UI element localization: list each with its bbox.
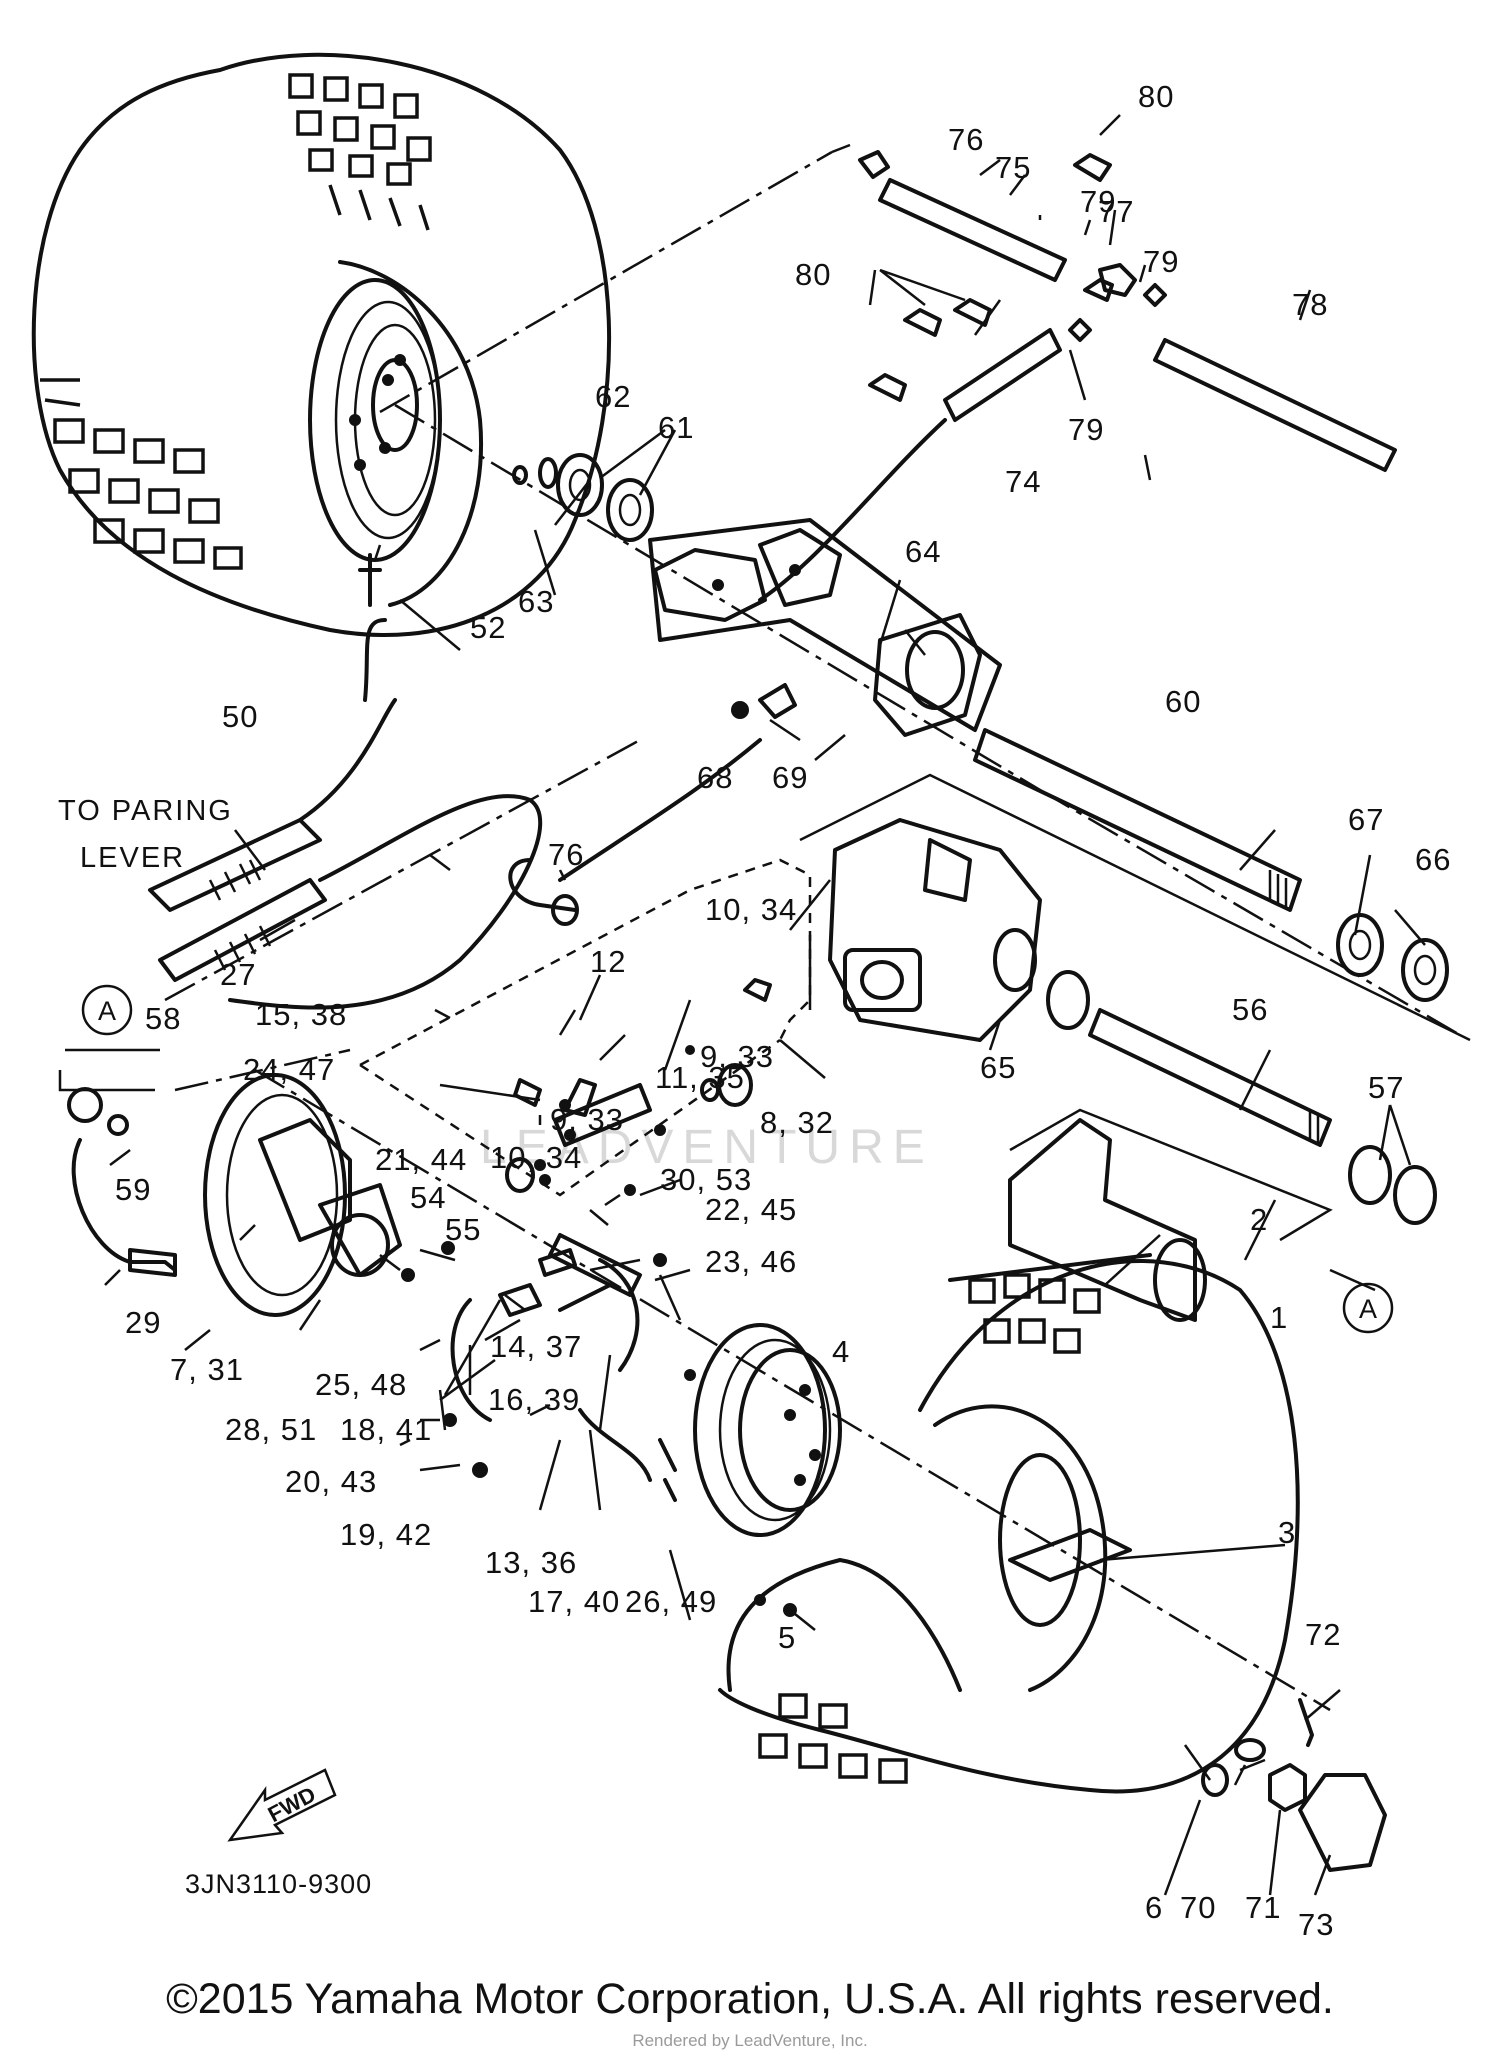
final-gear-case-65	[828, 818, 1090, 1042]
callout-label: 60	[1165, 684, 1201, 719]
callout-label: 8, 32	[760, 1105, 834, 1140]
callout-label: 73	[1298, 1907, 1334, 1942]
rendered-by-watermark: Rendered by LeadVenture, Inc.	[632, 2031, 868, 2050]
callout-label: 71	[1245, 1890, 1281, 1925]
callout-label: 24, 47	[243, 1052, 335, 1087]
callout-label: 62	[595, 379, 631, 414]
to-parking-lever-note: TO PARING	[58, 795, 233, 827]
to-parking-lever-note-line2: LEVER	[80, 842, 185, 874]
reference-marker-a-label: A	[1359, 1294, 1377, 1324]
callout-label: 55	[445, 1212, 481, 1247]
callout-label: 65	[980, 1050, 1016, 1085]
callout-label: 25, 48	[315, 1367, 407, 1402]
callout-label: 30, 53	[660, 1162, 752, 1197]
callout-label: 10, 34	[490, 1140, 582, 1175]
callout-label: 29	[125, 1305, 161, 1340]
callout-label: 72	[1305, 1617, 1341, 1652]
reference-marker-a-label: A	[98, 996, 116, 1026]
callout-label: 11, 35	[655, 1060, 745, 1095]
callout-label: 74	[1005, 464, 1041, 499]
frame-bracket	[948, 1118, 1207, 1322]
axle-shaft-60	[973, 728, 1449, 1002]
callout-label: 52	[470, 610, 506, 645]
small-hardware	[67, 683, 797, 1617]
kit-bracket-8-32	[359, 858, 826, 1197]
callout-label: 13, 36	[485, 1545, 577, 1580]
callout-label: 14, 37	[490, 1329, 582, 1364]
callout-label: 27	[220, 957, 256, 992]
callout-label: 61	[658, 410, 694, 445]
callout-label: 22, 45	[705, 1192, 797, 1227]
callout-label: 57	[1368, 1070, 1404, 1105]
callout-label: 20, 43	[285, 1464, 377, 1499]
brake-shoes	[450, 1233, 642, 1422]
callout-label: 3	[1278, 1515, 1296, 1550]
callout-label: 18, 41	[340, 1412, 432, 1447]
callout-label: 2	[1250, 1202, 1268, 1237]
callout-label: 21, 44	[375, 1142, 467, 1177]
callout-label: 54	[410, 1180, 446, 1215]
rear-wheel-left	[31, 52, 612, 638]
callout-label: 64	[905, 534, 941, 569]
fwd-arrow-icon	[227, 1768, 337, 1842]
callout-label: 50	[222, 699, 258, 734]
callout-label: 5	[778, 1620, 796, 1655]
leadventure-watermark: LEADVENTURE	[480, 1121, 934, 1174]
callout-label: 16, 39	[488, 1382, 580, 1417]
callout-label: 59	[115, 1172, 151, 1207]
axle-housing	[648, 518, 1002, 737]
rear-wheel-right	[718, 1259, 1300, 1794]
shaft-56	[1088, 1008, 1437, 1225]
callout-label: 23, 46	[705, 1244, 797, 1279]
callout-label: 80	[795, 257, 831, 292]
callout-label: 28, 51	[225, 1412, 317, 1447]
callout-label: 76	[948, 122, 984, 157]
copyright-notice: ©2015 Yamaha Motor Corporation, U.S.A. A…	[166, 1975, 1334, 2023]
callout-label: 19, 42	[340, 1517, 432, 1552]
callout-label: 69	[772, 760, 808, 795]
callout-label: 7, 31	[170, 1352, 244, 1387]
callout-label: 26, 49	[625, 1584, 717, 1619]
brake-cables	[71, 553, 543, 1277]
callout-label: 10, 34	[705, 892, 797, 927]
callout-label: 56	[1232, 992, 1268, 1027]
callout-label: 12	[590, 944, 626, 979]
callout-label: 79	[1068, 412, 1104, 447]
annotations: TO PARING LEVER A A FWD 3JN3110-9300	[58, 795, 1394, 1899]
callout-label: 68	[697, 760, 733, 795]
fwd-label: FWD	[264, 1782, 320, 1828]
callout-leaders	[104, 114, 1426, 1896]
callout-label: 67	[1348, 802, 1384, 837]
reference-marker-a	[1342, 1282, 1394, 1334]
callout-label: 80	[1138, 79, 1174, 114]
callout-label: 1	[1270, 1300, 1288, 1335]
callout-label: 70	[1180, 1890, 1216, 1925]
brake-drum-4	[693, 1323, 842, 1537]
callout-label: 6	[1145, 1890, 1163, 1925]
callout-label: 79	[1080, 184, 1116, 219]
breather-hose-assembly	[508, 150, 1397, 926]
callout-label: 79	[1143, 244, 1179, 279]
callout-label: 9, 33	[550, 1102, 624, 1137]
reference-marker-a	[81, 984, 133, 1036]
callout-label: 17, 40	[528, 1584, 620, 1619]
callout-label: 77	[1098, 194, 1134, 229]
diagram-part-code: 3JN3110-9300	[185, 1869, 372, 1899]
callout-label: 76	[548, 837, 584, 872]
callout-label: 78	[1292, 287, 1328, 322]
callout-label: 4	[832, 1334, 850, 1369]
callout-label: 58	[145, 1001, 181, 1036]
callout-label: 63	[518, 584, 554, 619]
callout-labels: 1 2 3 4 5 6 7, 31 8, 32 9, 33 9, 33 10, …	[115, 79, 1451, 1942]
hub-nut-parts	[1201, 1698, 1387, 1872]
callout-label: 66	[1415, 842, 1451, 877]
callout-label: 9, 33	[700, 1039, 774, 1074]
bearing-set-61	[512, 453, 654, 542]
callout-label: 75	[995, 150, 1031, 185]
section-bracket-lines	[58, 773, 1471, 1292]
brake-backing-plate	[203, 1073, 402, 1317]
callout-label: 15, 38	[255, 997, 347, 1032]
